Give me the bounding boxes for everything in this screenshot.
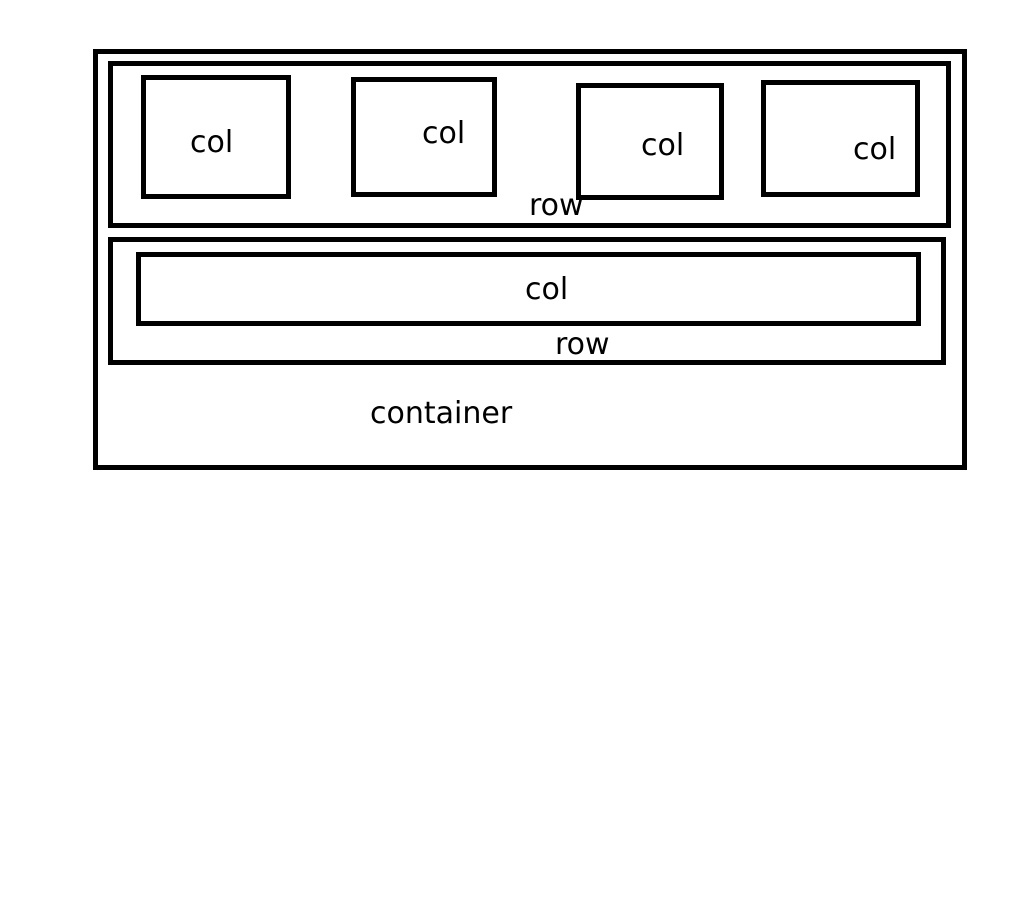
row-1-col-3-box: [576, 83, 724, 200]
row-1-col-1-box: [141, 75, 291, 199]
row-1-col-4-label: col: [853, 132, 897, 167]
container-label: container: [370, 396, 513, 431]
row-1-label: row: [529, 188, 584, 223]
row-2-col-1-box: [136, 252, 921, 326]
row-2-label: row: [555, 327, 610, 362]
row-1-box: [108, 61, 951, 228]
row-1-col-4-box: [761, 80, 920, 197]
row-1-col-2-label: col: [422, 116, 466, 151]
row-1-col-1-label: col: [190, 125, 234, 160]
row-2-col-1-label: col: [525, 272, 569, 307]
row-1-col-2-box: [351, 77, 497, 197]
container-box: [93, 49, 967, 470]
row-1-col-3-label: col: [641, 128, 685, 163]
row-2-box: [108, 237, 946, 365]
